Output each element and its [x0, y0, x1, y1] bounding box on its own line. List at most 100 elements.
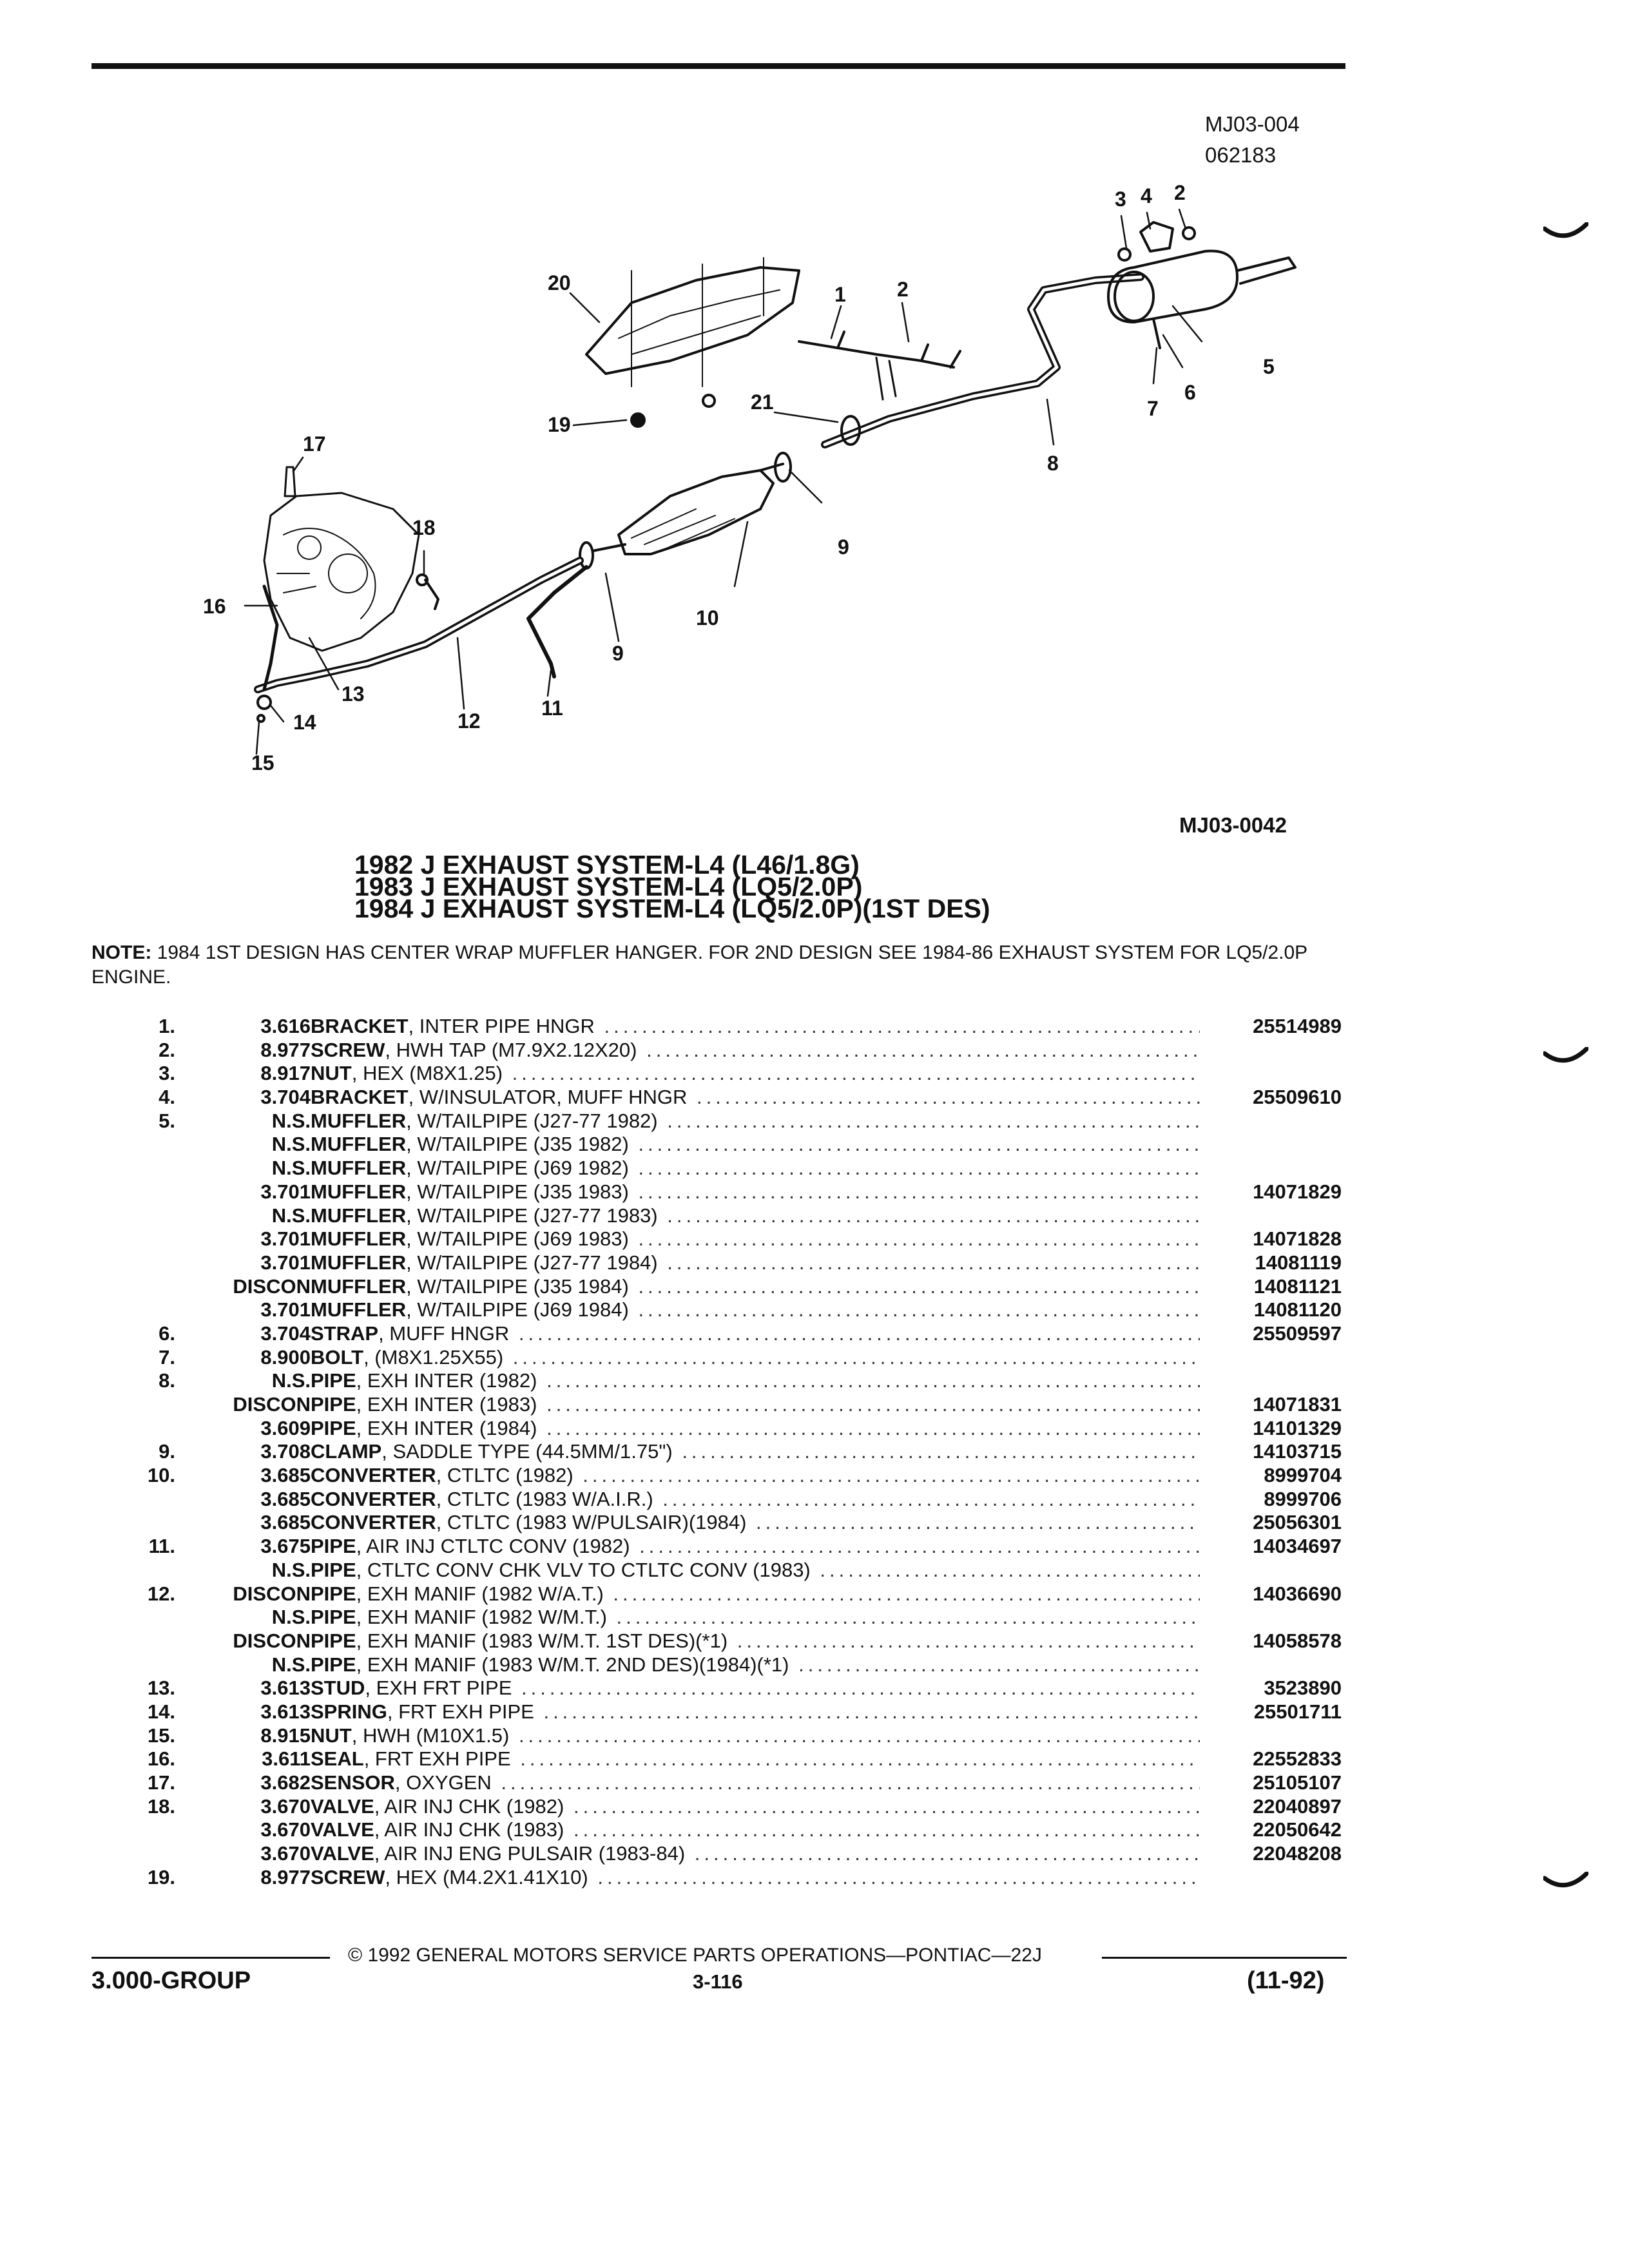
part-name: CONVERTER [311, 1511, 436, 1534]
callout: 9 [838, 535, 849, 559]
part-spec: , CTLTC (1983 W/A.I.R.) [436, 1487, 653, 1510]
part-name: SEAL [311, 1747, 364, 1771]
group-number: 3.670 [260, 1794, 311, 1818]
item-number: 8. [159, 1369, 175, 1392]
part-number: 22050642 [1253, 1818, 1342, 1841]
leader-dots: ........................................… [756, 1511, 1200, 1534]
part-spec: , CTLTC (1983 W/PULSAIR)(1984) [436, 1511, 747, 1534]
part-spec: , W/TAILPIPE (J69 1984) [406, 1298, 629, 1321]
muffler [1107, 249, 1239, 323]
part-description: SPRING, FRT EXH PIPE ...................… [311, 1700, 1200, 1724]
binder-mark [1543, 1047, 1588, 1063]
part-description: SENSOR, OXYGEN .........................… [311, 1771, 1200, 1795]
part-description: MUFFLER, W/TAILPIPE (J69 1983) .........… [311, 1227, 1200, 1251]
callout: 13 [342, 682, 365, 706]
part-name: MUFFLER [311, 1204, 407, 1227]
group-number: N.S. [271, 1157, 311, 1180]
group-number: 3.611 [262, 1747, 311, 1771]
group-number: 3.701 [260, 1298, 311, 1321]
leader-dots: ........................................… [604, 1015, 1200, 1037]
part-number: 25105107 [1253, 1771, 1342, 1794]
part-name: MUFFLER [311, 1227, 407, 1251]
group-number: 8.900 [260, 1345, 311, 1369]
part-number: 14071828 [1253, 1227, 1342, 1251]
part-spec: , EXH INTER (1982) [356, 1369, 537, 1392]
parts-row: N.S.MUFFLER, W/TAILPIPE (J27-77 1983) ..… [92, 1204, 1354, 1228]
section-title: 1983 J EXHAUST SYSTEM-L4 (LQ5/2.0P) [354, 872, 863, 901]
group-number: 3.670 [260, 1818, 311, 1841]
part-name: PIPE [311, 1629, 356, 1652]
part-description: BRACKET, W/INSULATOR, MUFF HNGR ........… [311, 1086, 1200, 1110]
part-number: 14058578 [1253, 1629, 1342, 1652]
note-text: 1984 1ST DESIGN HAS CENTER WRAP MUFFLER … [92, 942, 1307, 988]
parts-row: N.S.PIPE, EXH MANIF (1982 W/M.T.) ......… [92, 1606, 1354, 1629]
group-number: 8.915 [260, 1724, 311, 1747]
parts-row: N.S.PIPE, CTLTC CONV CHK VLV TO CTLTC CO… [92, 1559, 1354, 1582]
part-number: 22048208 [1253, 1842, 1342, 1865]
part-description: PIPE, EXH MANIF (1983 W/M.T. 2ND DES)(19… [311, 1653, 1200, 1677]
group-number: 3.609 [260, 1416, 311, 1439]
item-number: 17. [147, 1771, 175, 1794]
part-description: PIPE, EXH INTER (1983) .................… [311, 1393, 1200, 1417]
leader-dots: ........................................… [520, 1747, 1200, 1771]
part-description: MUFFLER, W/TAILPIPE (J69 1984) .........… [311, 1298, 1200, 1322]
leader-dots: ........................................… [512, 1345, 1200, 1369]
part-spec: , (M8X1.25X55) [363, 1345, 504, 1369]
leader-dots: ........................................… [639, 1535, 1200, 1558]
group-number: N.S. [271, 1369, 311, 1392]
exhaust-system-diagram: 20 19 1 2 21 3 4 2 5 6 7 8 9 10 17 18 16… [203, 181, 1296, 774]
parts-row: 8.N.S.PIPE, EXH INTER (1982) ...........… [92, 1369, 1354, 1393]
part-name: CONVERTER [311, 1487, 436, 1510]
item-number: 5. [159, 1109, 175, 1132]
group-number: DISCON [233, 1393, 311, 1416]
page-number: 3-116 [693, 1970, 743, 1993]
group-number: 3.685 [260, 1464, 311, 1487]
leader-dots: ........................................… [518, 1321, 1200, 1345]
leader-dots: ........................................… [667, 1204, 1200, 1227]
leader-dots: ........................................… [697, 1086, 1200, 1109]
leader-dots: ........................................… [798, 1653, 1200, 1676]
section-titles: 1982 J EXHAUST SYSTEM-L4 (L46/1.8G) 1983… [354, 852, 990, 922]
part-name: PIPE [311, 1535, 356, 1558]
part-description: CLAMP, SADDLE TYPE (44.5MM/1.75") ......… [311, 1440, 1200, 1464]
leader-dots: ........................................… [638, 1133, 1200, 1156]
part-description: NUT, HEX (M8X1.25) .....................… [311, 1062, 1200, 1086]
part-spec: , AIR INJ CHK (1983) [374, 1818, 564, 1841]
group-number: 3.613 [260, 1700, 311, 1723]
part-name: PIPE [311, 1582, 356, 1605]
part-description: CONVERTER, CTLTC (1983 W/A.I.R.) .......… [311, 1488, 1200, 1512]
part-spec: , OXYGEN [394, 1771, 492, 1794]
group-number: 3.616 [260, 1015, 311, 1037]
part-description: STUD, EXH FRT PIPE .....................… [311, 1677, 1200, 1700]
callout: 12 [458, 709, 481, 733]
part-spec: , EXH MANIF (1983 W/M.T. 2ND DES)(1984)(… [356, 1653, 789, 1676]
part-spec: , W/TAILPIPE (J35 1984) [406, 1274, 629, 1298]
group-number: 3.708 [260, 1440, 311, 1463]
callout: 17 [303, 432, 326, 456]
part-description: PIPE, EXH MANIF (1982 W/A.T.) ..........… [311, 1582, 1200, 1606]
part-number: 14081121 [1253, 1274, 1342, 1298]
part-description: MUFFLER, W/TAILPIPE (J35 1983) .........… [311, 1180, 1200, 1204]
part-spec: , MUFF HNGR [378, 1321, 510, 1345]
heat-shield [585, 266, 800, 375]
part-description: SCREW, HWH TAP (M7.9X2.12X20) ..........… [311, 1039, 1200, 1062]
part-spec: , W/TAILPIPE (J69 1983) [406, 1227, 629, 1251]
part-name: BRACKET [311, 1086, 409, 1109]
part-description: MUFFLER, W/TAILPIPE (J69 1982) .........… [311, 1157, 1200, 1180]
part-description: PIPE, EXH MANIF (1982 W/M.T.) ..........… [311, 1606, 1200, 1629]
part-spec: , EXH INTER (1983) [356, 1393, 537, 1416]
item-number: 13. [147, 1677, 175, 1700]
part-name: BRACKET [311, 1015, 409, 1037]
part-name: NUT [311, 1062, 352, 1085]
part-description: MUFFLER, W/TAILPIPE (J27-77 1982) ......… [311, 1110, 1200, 1133]
